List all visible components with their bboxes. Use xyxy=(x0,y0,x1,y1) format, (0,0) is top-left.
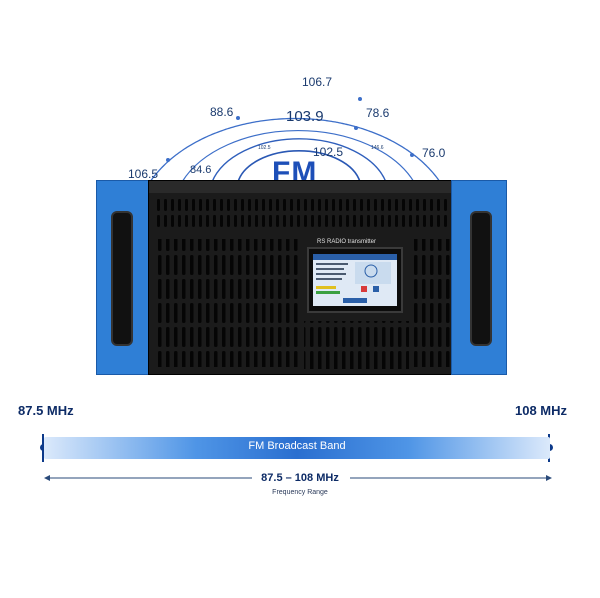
band-end-label: 108 MHz xyxy=(515,403,568,418)
freq-label: 103.9 xyxy=(286,108,324,125)
arc-dot xyxy=(358,97,362,101)
freq-label: 76.0 xyxy=(422,146,446,160)
vent-left-block xyxy=(155,239,300,367)
chassis-top-edge xyxy=(149,181,454,193)
arrow-left-head xyxy=(44,475,50,481)
freq-label: 88.6 xyxy=(210,105,234,119)
band-start-label: 87.5 MHz xyxy=(18,403,74,418)
arc-third xyxy=(211,138,387,183)
touch-screen[interactable] xyxy=(307,247,403,313)
vent-bottom-row xyxy=(304,321,409,369)
chassis-front-panel: RS RADIO transmitter xyxy=(148,180,455,375)
rack-ear-right xyxy=(451,180,507,375)
range-label: 87.5 – 108 MHz xyxy=(261,472,339,484)
band-start-dot xyxy=(40,444,47,451)
screen-ui-graphic xyxy=(313,254,397,303)
arrow-right-head xyxy=(546,475,552,481)
transmitter-chassis: RS RADIO transmitter xyxy=(96,180,507,375)
rack-handle-left xyxy=(111,211,133,346)
rack-ear-left xyxy=(96,180,152,375)
arc-dot xyxy=(354,126,358,130)
freq-label: 102.5 xyxy=(258,145,271,151)
freq-label: 84.6 xyxy=(190,164,212,176)
arc-outer xyxy=(149,117,441,183)
vent-grille xyxy=(155,199,451,369)
arc-dot xyxy=(410,153,414,157)
vent-right-block xyxy=(411,239,451,367)
freq-label: 102.5 xyxy=(313,145,344,159)
panel-title: RS RADIO transmitter xyxy=(317,239,377,245)
arc-dot xyxy=(166,158,170,162)
freq-label: 106.7 xyxy=(302,75,333,89)
screen-display xyxy=(313,254,397,306)
arc-second xyxy=(181,129,415,183)
rack-handle-right xyxy=(470,211,492,346)
band-bar-label: FM Broadcast Band xyxy=(248,440,346,452)
arc-dot xyxy=(236,116,240,120)
freq-label: 106.5 xyxy=(128,167,159,181)
vent-top-row xyxy=(155,199,450,231)
freq-label: 78.6 xyxy=(366,106,390,120)
fm-band-bar: FM Broadcast Band xyxy=(44,437,550,459)
arc-inner xyxy=(237,150,361,183)
range-caption: Frequency Range xyxy=(272,489,328,496)
freq-label: 146.6 xyxy=(371,145,384,151)
